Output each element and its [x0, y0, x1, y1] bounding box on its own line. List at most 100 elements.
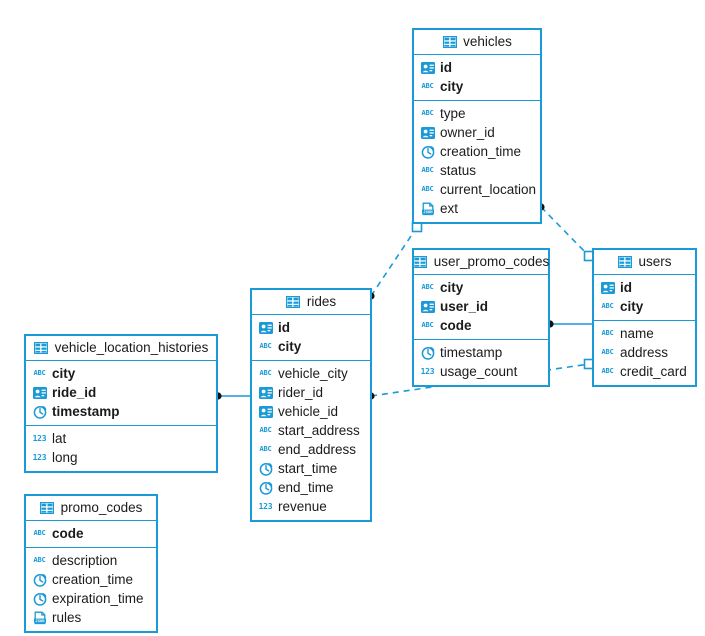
field-label: city	[440, 279, 464, 295]
clock-timestamp-icon	[420, 345, 435, 360]
abc-string-icon: ABC	[421, 166, 434, 174]
entity-title-user_promo_codes: user_promo_codes	[413, 250, 550, 275]
field-label: id	[620, 279, 632, 295]
primary-key-field-id[interactable]: id	[252, 318, 370, 337]
column-field-vehicle_id[interactable]: vehicle_id	[252, 402, 370, 421]
relationship-user_promo_codes-to-users[interactable]	[546, 320, 592, 328]
entity-title-vehicles: vehicles	[414, 30, 540, 55]
abc-string-icon: ABC	[33, 369, 46, 377]
primary-key-field-city[interactable]: ABC city	[414, 278, 548, 297]
column-field-start_time[interactable]: start_time	[252, 459, 370, 478]
field-label: end_address	[278, 441, 357, 457]
entity-name-label: vehicles	[463, 34, 512, 50]
field-label: current_location	[440, 181, 537, 197]
field-label: creation_time	[52, 571, 134, 587]
column-field-timestamp[interactable]: timestamp	[414, 343, 548, 362]
column-field-current_location[interactable]: ABC current_location	[414, 180, 540, 199]
field-label: usage_count	[440, 363, 518, 379]
entity-title-users: users	[594, 250, 695, 275]
column-field-expiration_time[interactable]: expiration_time	[26, 589, 156, 608]
table-icon	[442, 35, 457, 50]
column-field-end_time[interactable]: end_time	[252, 478, 370, 497]
field-label: vehicle_city	[278, 365, 348, 381]
table-icon	[413, 255, 428, 270]
column-field-creation_time[interactable]: creation_time	[26, 570, 156, 589]
field-label: status	[440, 162, 477, 178]
primary-key-field-id[interactable]: id	[594, 278, 695, 297]
abc-string-icon: ABC	[421, 283, 434, 291]
field-label: city	[278, 338, 302, 354]
primary-key-field-user_id[interactable]: user_id	[414, 297, 548, 316]
field-label: address	[620, 344, 669, 360]
abc-string-icon: ABC	[421, 185, 434, 193]
primary-key-section-vehicle_location_histories: ABC city ride_id timestamp	[26, 361, 216, 425]
field-label: expiration_time	[52, 590, 144, 606]
json-icon: JSON	[420, 201, 435, 216]
123-number-icon: 123	[258, 501, 273, 511]
relationship-vehicle_location_histories-to-rides[interactable]	[214, 392, 250, 400]
field-label: code	[440, 317, 472, 333]
json-icon: JSON	[32, 610, 47, 625]
field-label: owner_id	[440, 124, 495, 140]
uuid-id-icon	[258, 404, 273, 419]
primary-key-field-city[interactable]: ABC city	[252, 337, 370, 356]
primary-key-field-city[interactable]: ABC city	[26, 364, 216, 383]
entity-name-label: user_promo_codes	[433, 254, 550, 270]
123-number-icon: 123	[32, 433, 47, 443]
field-label: city	[620, 298, 644, 314]
clock-timestamp-icon	[420, 144, 435, 159]
abc-string-icon: ABC	[259, 342, 272, 350]
entity-name-label: rides	[306, 294, 337, 310]
entity-title-promo_codes: promo_codes	[26, 496, 156, 521]
field-label: city	[52, 365, 76, 381]
entity-name-label: vehicle_location_histories	[54, 340, 209, 356]
clock-timestamp-icon	[258, 480, 273, 495]
table-icon	[617, 255, 632, 270]
field-label: timestamp	[440, 344, 503, 360]
primary-key-field-timestamp[interactable]: timestamp	[26, 402, 216, 421]
field-label: timestamp	[52, 403, 120, 419]
column-field-status[interactable]: ABC status	[414, 161, 540, 180]
abc-string-icon: ABC	[601, 329, 614, 337]
column-field-owner_id[interactable]: owner_id	[414, 123, 540, 142]
primary-key-field-ride_id[interactable]: ride_id	[26, 383, 216, 402]
column-field-rider_id[interactable]: rider_id	[252, 383, 370, 402]
field-label: ride_id	[52, 384, 97, 400]
column-field-creation_time[interactable]: creation_time	[414, 142, 540, 161]
field-label: user_id	[440, 298, 489, 314]
abc-string-icon: ABC	[421, 109, 434, 117]
primary-key-field-id[interactable]: id	[414, 58, 540, 77]
entity-name-label: promo_codes	[60, 500, 143, 516]
uuid-id-icon	[420, 299, 435, 314]
